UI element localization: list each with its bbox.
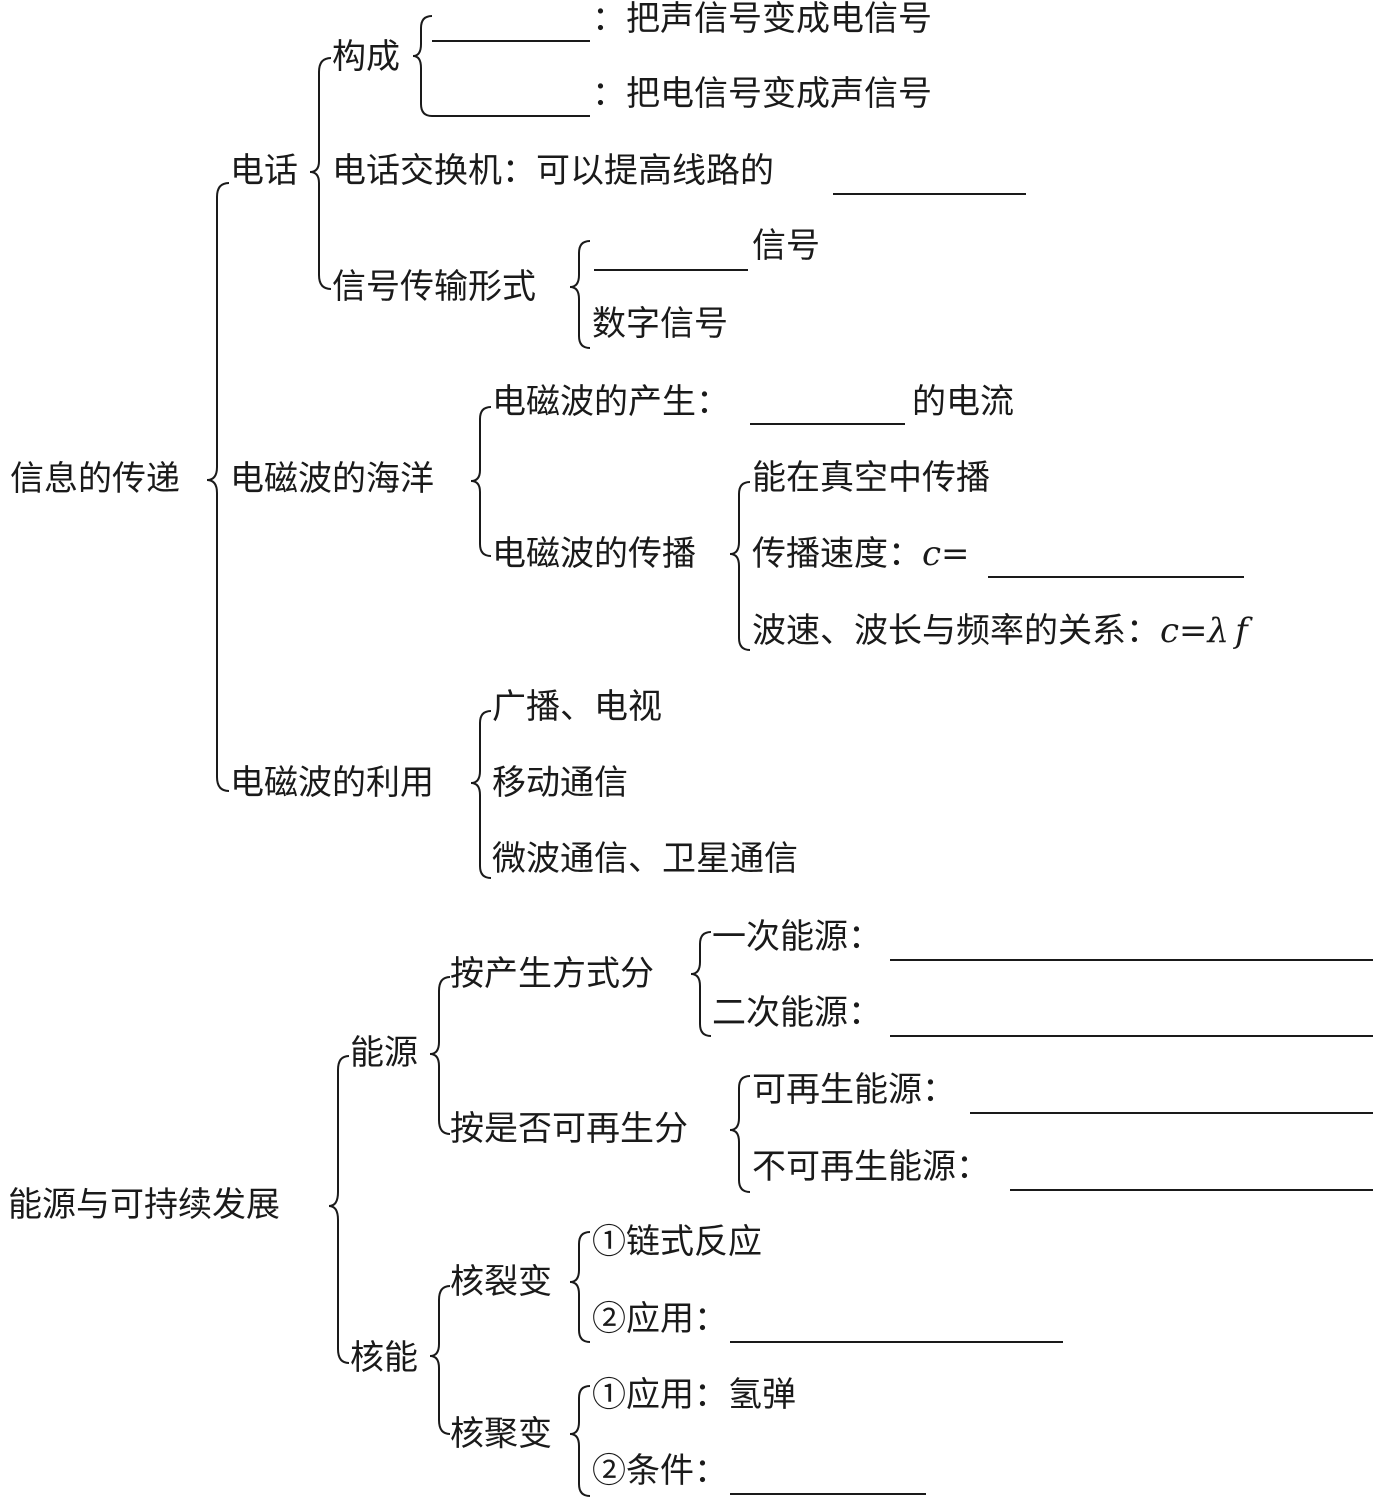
blank-exchange[interactable] [833,193,1026,195]
blank-signal[interactable] [594,269,748,271]
structure-label: 构成 [332,37,400,77]
brace-fusion [569,1385,591,1497]
primary-energy-text: 一次能源： [712,917,882,957]
brace-propagation [729,481,751,651]
relation-equals: = [1179,611,1208,651]
propagation-label: 电磁波的传播 [492,534,696,574]
signal-label: 信号传输形式 [332,267,536,307]
relation-lambda-symbol: λ [1207,611,1230,651]
brace-fission [569,1231,591,1343]
em-use-item-2: 移动通信 [492,763,628,803]
em-use-item-1: 广播、电视 [492,687,662,727]
em-use-item-3: 微波通信、卫星通信 [492,839,798,879]
speed-line: 传播速度：c= [752,537,970,571]
blank-fusion-condition[interactable] [730,1493,926,1495]
relation-c-symbol: c [1160,611,1180,651]
by-renewable-label: 按是否可再生分 [450,1109,688,1149]
fusion-item-2: ②条件： [592,1451,728,1491]
secondary-energy-text: 二次能源： [712,993,882,1033]
signal-item-1-text: 信号 [752,226,820,266]
blank-speed[interactable] [988,576,1244,578]
relation-text: 波速、波长与频率的关系： [752,611,1160,651]
brace-info-root [206,182,230,792]
blank-fission-application[interactable] [730,1341,1063,1343]
signal-item-2-text: 数字信号 [592,304,728,344]
brace-by-renewable [729,1075,751,1193]
renewable-text: 可再生能源： [752,1070,956,1110]
blank-speaker[interactable] [432,115,590,117]
structure-item-2-text: ：把电信号变成声信号 [592,74,932,114]
info-root-label: 信息的传递 [10,459,180,499]
fission-item-2: ②应用： [592,1299,728,1339]
production-tail: 的电流 [912,382,1014,422]
blank-production[interactable] [750,423,905,425]
relation-f-symbol: f [1235,611,1248,651]
brace-nuclear [429,1285,451,1435]
fission-item-1: ①链式反应 [592,1222,762,1262]
phone-label: 电话 [230,151,298,191]
fission-label: 核裂变 [450,1262,552,1302]
brace-phone [309,57,332,290]
speed-text: 传播速度： [752,534,922,574]
brace-source [429,976,451,1135]
nuclear-label: 核能 [350,1338,418,1378]
speed-equals: = [941,534,970,574]
source-label: 能源 [350,1033,418,1073]
speed-c-symbol: c [922,534,942,574]
nonrenewable-text: 不可再生能源： [752,1147,990,1187]
blank-nonrenewable[interactable] [1010,1189,1373,1191]
production-text: 电磁波的产生： [492,382,730,422]
blank-primary-energy[interactable] [890,959,1373,961]
blank-secondary-energy[interactable] [890,1035,1373,1037]
brace-em-ocean [470,406,492,557]
energy-root-label: 能源与可持续发展 [8,1185,280,1225]
em-use-label: 电磁波的利用 [230,763,434,803]
by-production-label: 按产生方式分 [450,954,654,994]
brace-signal [569,240,591,349]
blank-renewable[interactable] [970,1112,1373,1114]
fusion-item-1: ①应用：氢弹 [592,1375,796,1415]
fusion-label: 核聚变 [450,1414,552,1454]
brace-structure [412,15,433,117]
exchange-text: 电话交换机：可以提高线路的 [332,151,774,191]
brace-energy-root [328,1055,350,1364]
structure-item-1-text: ：把声信号变成电信号 [592,0,932,39]
brace-em-use [470,710,492,879]
vacuum-text: 能在真空中传播 [752,458,990,498]
em-ocean-label: 电磁波的海洋 [230,459,434,499]
brace-by-production [690,931,712,1037]
blank-mic[interactable] [432,40,590,42]
